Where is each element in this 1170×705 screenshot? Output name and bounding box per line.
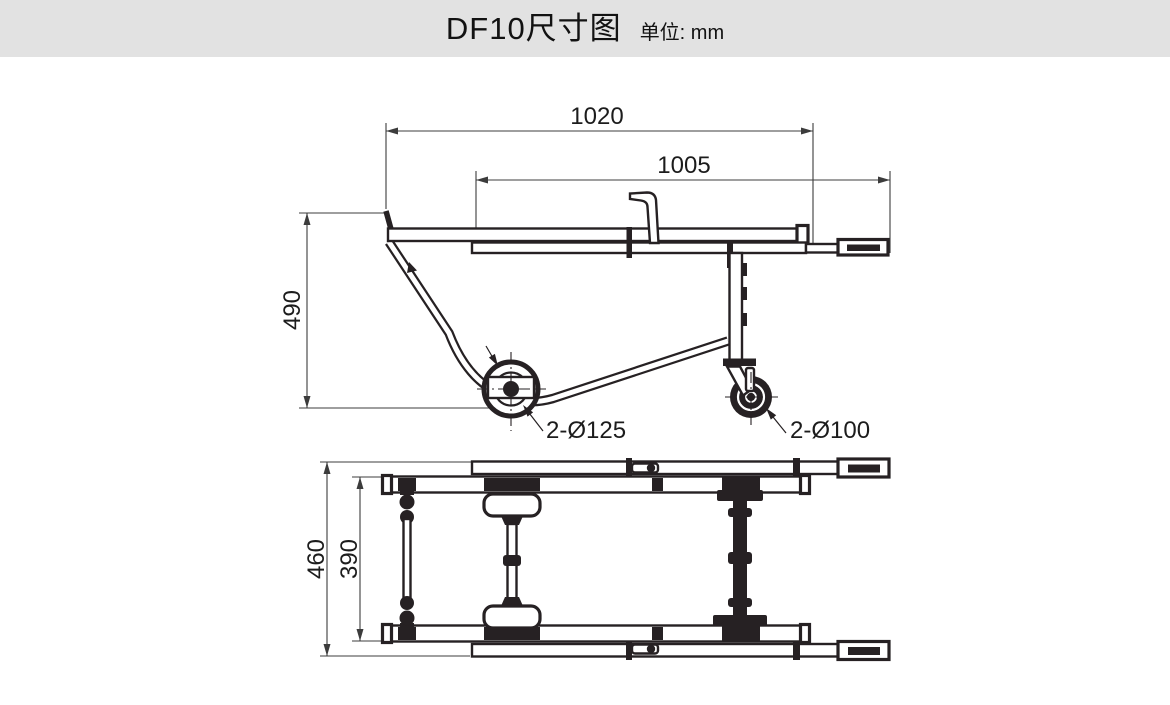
handle-joint-pin-top	[793, 458, 800, 477]
handle-tube	[804, 242, 840, 254]
frame-catch	[407, 262, 417, 273]
page-title: DF10尺寸图	[445, 11, 622, 46]
caster-plate	[723, 358, 756, 366]
caster	[723, 358, 780, 427]
drum-hook-top	[626, 458, 660, 477]
load-wheel-top	[482, 492, 542, 518]
hook-pin	[626, 227, 632, 258]
rail-mount	[398, 478, 416, 491]
dim-overall-length: 1020	[385, 103, 814, 250]
label-load-wheel-value: 2-Ø125	[546, 417, 626, 444]
axle-collar	[503, 555, 521, 566]
main-rail-bottom-left-cap	[380, 622, 394, 645]
side-view: 1020 1005 490	[279, 103, 891, 444]
top-view: 460 390	[303, 457, 891, 662]
dim-overall-length-value: 1020	[570, 103, 623, 130]
unit-label: 单位: mm	[639, 22, 725, 44]
rear-leg-bar	[713, 490, 769, 626]
leg-tab	[742, 263, 747, 276]
drum-hook-bottom	[626, 641, 660, 660]
rear-leg	[728, 251, 744, 364]
dim-height-value: 490	[279, 290, 306, 330]
handle-joint-pin-bottom	[793, 641, 800, 660]
drum-hook	[628, 191, 660, 245]
dim-inner-width-value: 390	[336, 539, 363, 579]
label-load-wheel: 2-Ø125	[523, 405, 626, 444]
label-caster: 2-Ø100	[766, 408, 870, 444]
main-rail-top-left-cap	[380, 473, 394, 496]
caster-stem	[744, 366, 756, 393]
frame-curve	[385, 239, 730, 407]
axle-stem-top	[501, 516, 523, 525]
platform-rail	[386, 227, 804, 243]
load-wheel-bottom	[482, 604, 542, 630]
dim-overall-width: 460	[303, 461, 472, 657]
handle-grip-bottom-core	[848, 647, 880, 655]
handle-grip-top-core	[848, 464, 880, 473]
label-caster-value: 2-Ø100	[790, 417, 870, 444]
load-wheel-axle	[482, 492, 542, 630]
load-wheel	[477, 345, 546, 431]
rail-mount	[652, 478, 663, 491]
rail-mount	[484, 478, 540, 491]
leg-tab	[742, 313, 747, 326]
rail-mount	[652, 627, 663, 640]
rail-mount	[722, 476, 760, 493]
dim-height: 490	[279, 212, 511, 409]
title-bar: DF10尺寸图 单位: mm	[0, 0, 1170, 57]
dim-overall-width-value: 460	[303, 539, 330, 579]
dim-handle-length-value: 1005	[657, 152, 710, 179]
handle-grip-core	[847, 244, 880, 251]
main-rail-top-right-cap	[798, 473, 812, 496]
dim-inner-width: 390	[336, 476, 386, 642]
rail-mount	[484, 627, 540, 640]
axle-stem-bottom	[501, 597, 523, 606]
main-rail-bottom-right-cap	[798, 622, 812, 645]
leg-tab	[742, 287, 747, 300]
rail-mount	[722, 625, 760, 642]
front-axle	[399, 490, 415, 628]
handle-rail	[470, 241, 808, 255]
rail-mount	[398, 627, 416, 640]
